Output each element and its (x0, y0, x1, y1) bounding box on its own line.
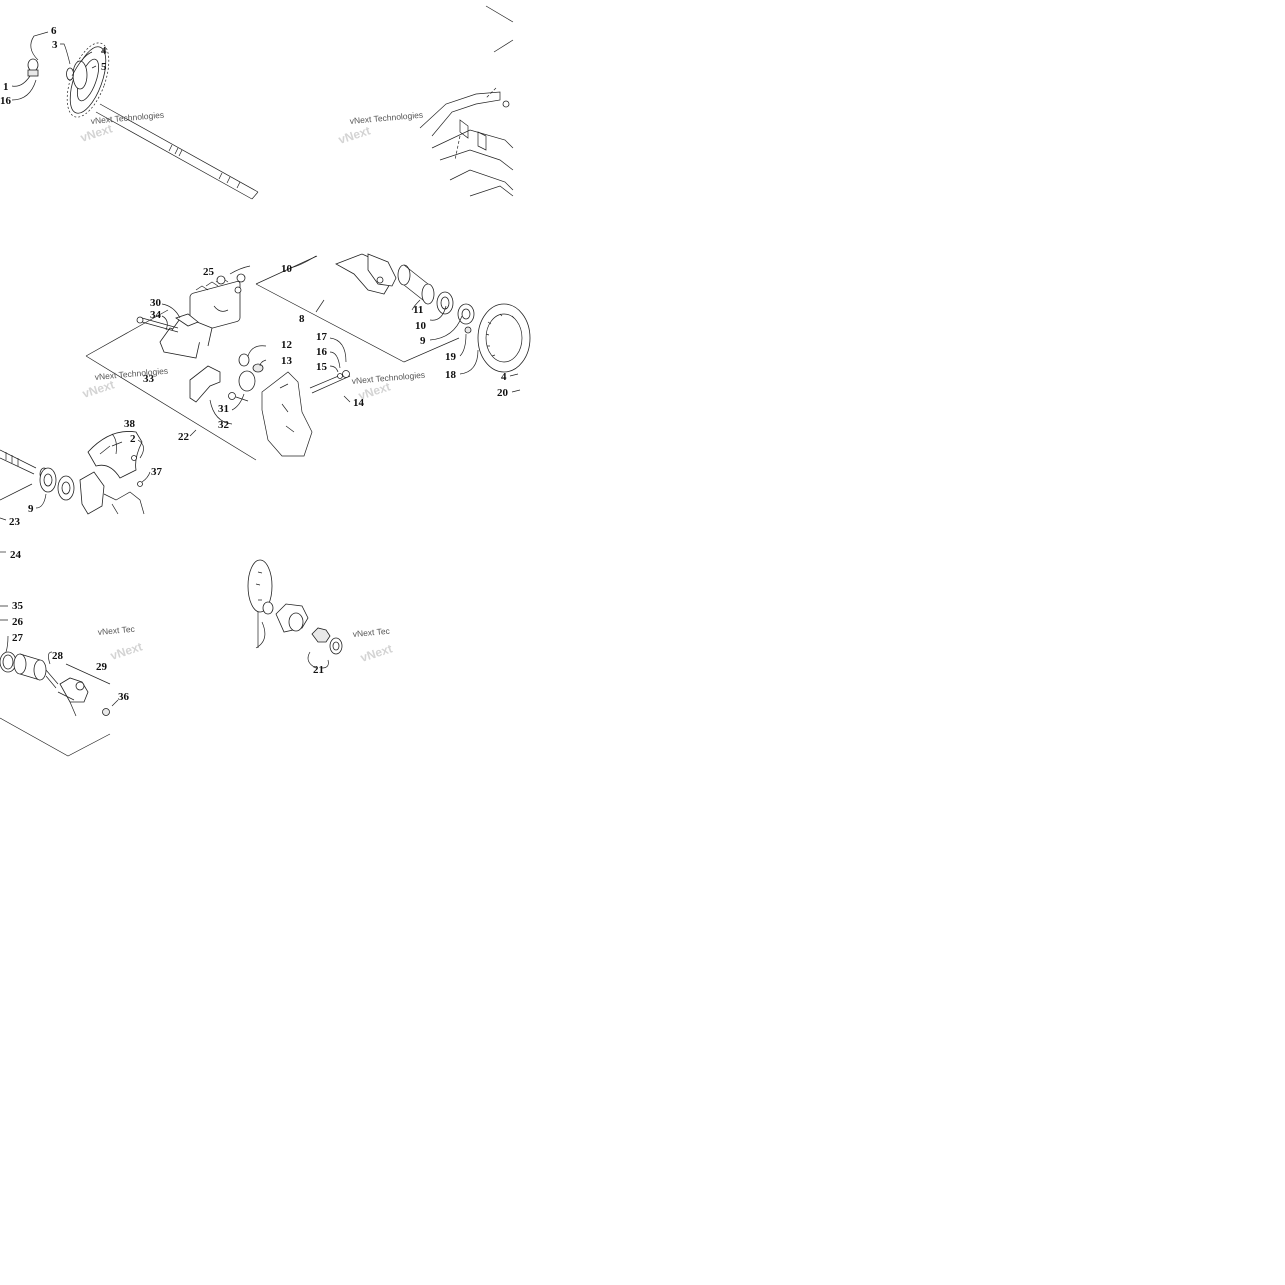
callout-13: 13 (281, 355, 293, 367)
callout-29: 29 (96, 661, 108, 673)
axle-guard-assembly (0, 431, 151, 553)
callout-32: 32 (218, 419, 230, 431)
callout-16: 16 (316, 346, 328, 358)
callout-1: 1 (3, 81, 9, 93)
spindle-assembly (0, 605, 119, 757)
callout-15: 15 (316, 361, 328, 373)
callout-14: 14 (353, 397, 365, 409)
hub-assembly (247, 559, 343, 669)
callout-16: 16 (0, 95, 12, 107)
callout-8: 8 (299, 313, 305, 325)
bolt-17-16-15 (309, 370, 351, 394)
brake-disc (464, 303, 531, 373)
watermark: vNext Tec (352, 626, 391, 639)
seals-12-13 (238, 353, 264, 392)
callout-4: 4 (101, 45, 107, 57)
callout-9: 9 (28, 503, 34, 515)
callout-2: 2 (130, 433, 136, 445)
brake-pads (159, 313, 213, 359)
callout-6: 6 (51, 25, 57, 37)
carrier-housing (335, 253, 397, 295)
pin-34 (136, 316, 179, 333)
callout-34: 34 (150, 309, 162, 321)
callout-22: 22 (178, 431, 190, 443)
callout-11: 11 (413, 304, 423, 316)
svg-text:vNext: vNext (337, 123, 372, 146)
brake-caliper (189, 273, 246, 334)
svg-text:vNext: vNext (109, 639, 144, 662)
callout-27: 27 (12, 632, 24, 644)
caliper-bracket (189, 365, 249, 403)
axle-sprocket-assembly (11, 31, 259, 200)
callout-28: 28 (52, 650, 64, 662)
callout-36: 36 (118, 691, 130, 703)
callout-10: 10 (281, 263, 293, 275)
callout-21: 21 (313, 664, 324, 676)
mount-plate (261, 371, 313, 457)
callout-17: 17 (316, 331, 328, 343)
callout-30: 30 (150, 297, 162, 309)
callout-31: 31 (218, 403, 229, 415)
axle-shaft (95, 103, 259, 200)
callout-labels: 6 3 4 5 1 16 10 25 11 10 8 9 30 34 12 13… (0, 25, 509, 703)
bushing-28 (13, 653, 59, 689)
callout-10: 10 (415, 320, 427, 332)
frame-fragment (419, 5, 514, 197)
callout-9: 9 (420, 335, 426, 347)
watermark: vNext Tec (97, 624, 136, 637)
watermarks: vNext Technologies vNext Technologies vN… (90, 110, 425, 639)
callout-19: 19 (445, 351, 457, 363)
brake-assembly (85, 253, 531, 461)
callout-5: 5 (101, 61, 107, 73)
callout-23: 23 (9, 516, 21, 528)
callout-18: 18 (445, 369, 457, 381)
watermark: vNext Technologies (90, 110, 164, 126)
callout-24: 24 (10, 549, 22, 561)
callout-26: 26 (12, 616, 24, 628)
callout-20: 20 (497, 387, 509, 399)
watermark-ghosts: vNext vNext vNext vNext vNext vNext (79, 121, 394, 664)
sprocket (66, 42, 110, 118)
callout-3: 3 (52, 39, 58, 51)
spindle-29 (57, 677, 89, 717)
watermark: vNext Technologies (349, 110, 423, 126)
callout-12: 12 (281, 339, 293, 351)
hub (27, 58, 88, 90)
callout-4: 4 (501, 371, 507, 383)
axle-tube (397, 264, 435, 305)
callout-35: 35 (12, 600, 24, 612)
bearings-10-9 (436, 291, 475, 325)
callout-38: 38 (124, 418, 136, 430)
svg-text:vNext: vNext (359, 641, 394, 664)
callout-25: 25 (203, 266, 215, 278)
callout-33: 33 (143, 373, 155, 385)
callout-37: 37 (151, 466, 163, 478)
